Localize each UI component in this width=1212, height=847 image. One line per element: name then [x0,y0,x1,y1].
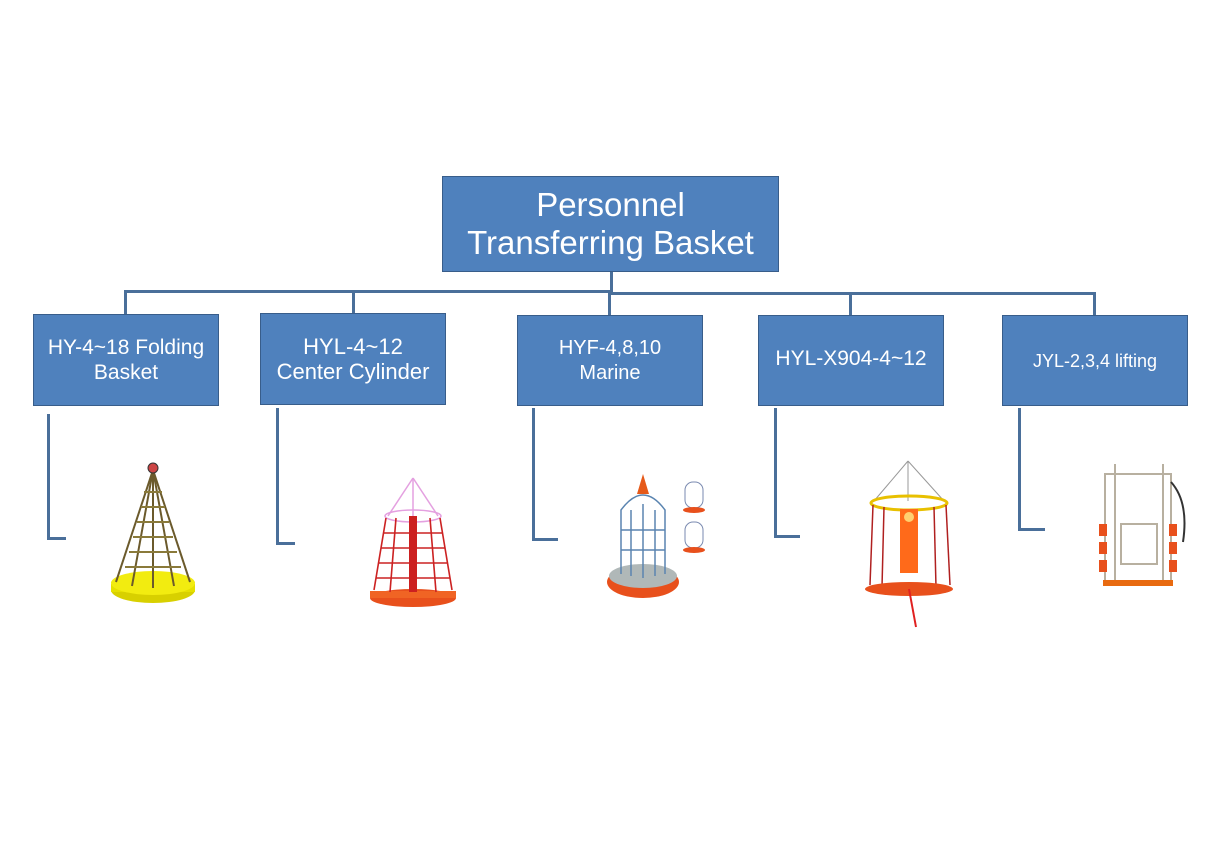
elbow-connector-1-vertical [47,414,50,540]
child-label: JYL-2,3,4 lifting [1032,351,1158,371]
drop-connector-1 [124,290,127,314]
elbow-connector-5-horizontal [1018,528,1045,531]
bus-line-left [124,290,613,293]
elbow-connector-4-vertical [774,408,777,538]
folding-basket-image [110,462,196,608]
drop-connector-2 [352,290,355,313]
center-cylinder-basket-image [368,477,458,608]
drop-connector-3 [608,290,611,315]
root-label: Personnel Transferring Basket [467,186,754,261]
elbow-connector-3-vertical [532,408,535,541]
elbow-connector-1-horizontal [47,537,66,540]
marine-basket-image [605,470,713,604]
child-node-marine: HYF-4,8,10 Marine [517,315,703,406]
child-node-center-cylinder: HYL-4~12 Center Cylinder [260,313,446,405]
root-connector [610,272,613,292]
elbow-connector-2-horizontal [276,542,295,545]
child-node-x904: HYL-X904-4~12 [758,315,944,406]
lifting-frame-image [1097,462,1189,602]
child-label: HYL-X904-4~12 [775,347,927,370]
elbow-connector-4-horizontal [774,535,800,538]
child-label: HY-4~18 Folding Basket [47,336,205,384]
elbow-connector-5-vertical [1018,408,1021,531]
x904-basket-image [864,460,958,628]
child-node-lifting: JYL-2,3,4 lifting [1002,315,1188,406]
elbow-connector-3-horizontal [532,538,558,541]
bus-line-right [610,292,1096,295]
child-label: HYF-4,8,10 Marine [558,336,662,384]
child-node-folding-basket: HY-4~18 Folding Basket [33,314,219,406]
root-node: Personnel Transferring Basket [442,176,779,272]
elbow-connector-2-vertical [276,408,279,545]
drop-connector-5 [1093,292,1096,315]
child-label: HYL-4~12 Center Cylinder [276,334,430,384]
drop-connector-4 [849,292,852,315]
